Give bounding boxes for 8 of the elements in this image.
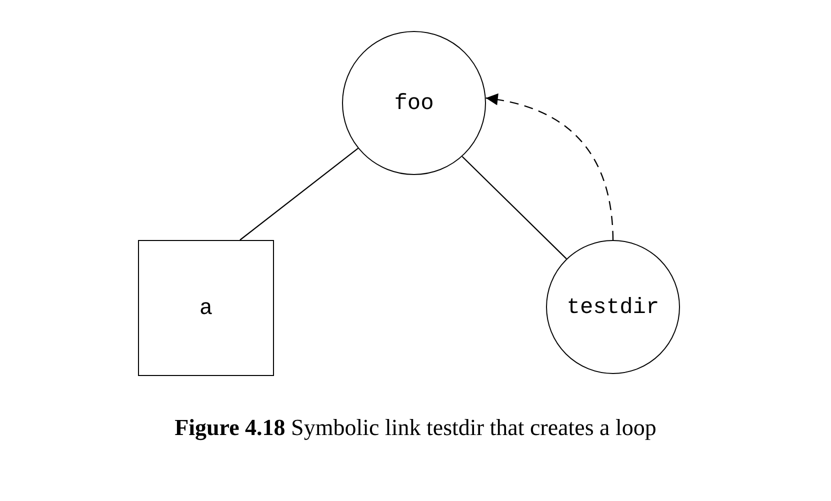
symbolic-link-arrow <box>486 94 614 240</box>
node-label: foo <box>394 90 434 116</box>
node-label: testdir <box>566 294 660 320</box>
link-line <box>462 156 567 260</box>
link-line <box>240 148 358 240</box>
file-box <box>138 240 274 376</box>
node-label: a <box>199 296 213 320</box>
figure-caption: Figure 4.18 Symbolic link testdir that creates a loop <box>174 415 658 441</box>
